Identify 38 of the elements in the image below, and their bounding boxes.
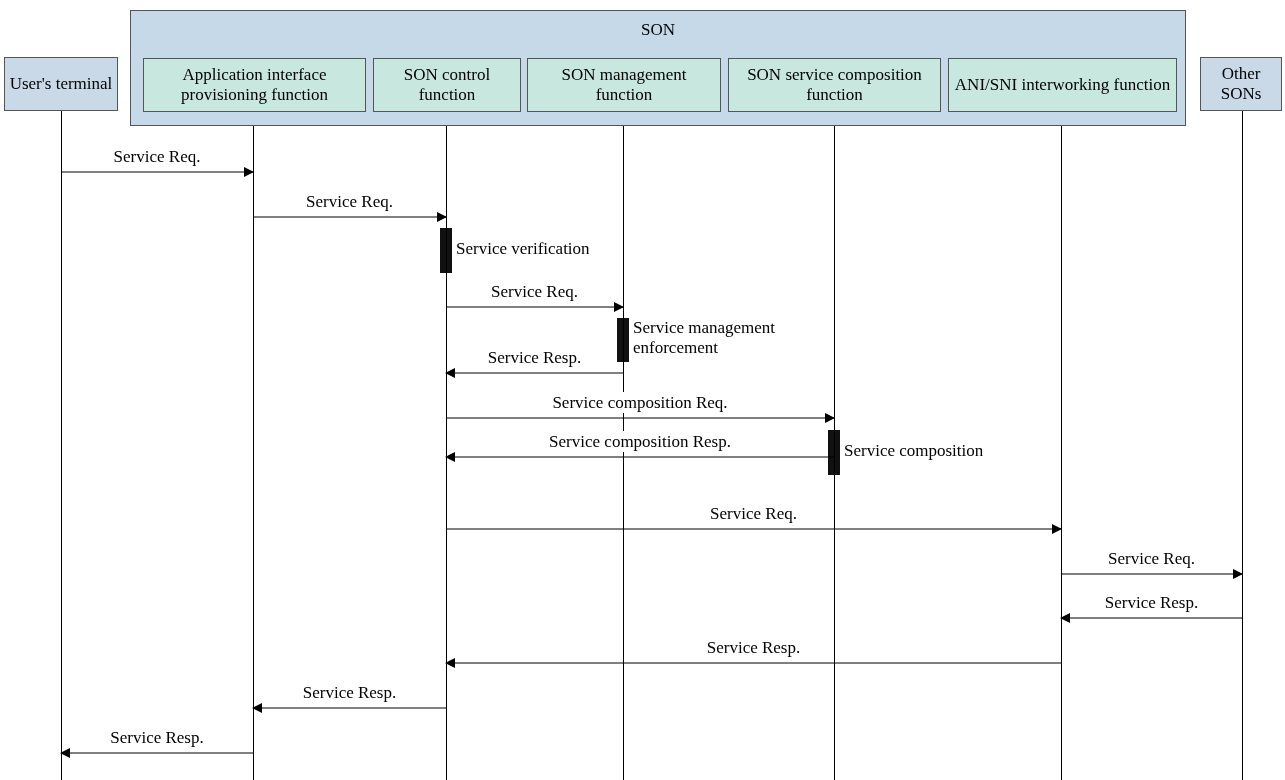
lifeline-header-box xyxy=(143,58,366,112)
message-arrow xyxy=(252,703,447,713)
lifeline xyxy=(253,126,254,780)
activation-label: Service composition xyxy=(844,440,984,461)
lifeline xyxy=(61,111,62,780)
message-arrow xyxy=(252,212,447,222)
message-arrow xyxy=(445,302,624,312)
message-arrow xyxy=(445,658,1062,668)
lifeline-header-box xyxy=(527,58,721,112)
lifeline xyxy=(834,126,835,780)
lifeline xyxy=(623,126,624,780)
activation-label: Service verification xyxy=(456,238,590,259)
lifeline-title: Application interface provisioning function xyxy=(180,64,329,106)
lifeline-title: Other SONs xyxy=(1219,63,1263,105)
group-title: SON xyxy=(640,19,676,41)
activation-label: Service management enforcement xyxy=(633,318,777,359)
lifeline xyxy=(446,126,447,780)
lifeline-title: User's terminal xyxy=(9,73,113,95)
lifeline-title: SON control function xyxy=(402,64,492,106)
message-arrow xyxy=(60,748,254,758)
lifeline-header-box xyxy=(4,57,118,111)
lifeline xyxy=(1242,111,1243,780)
message-arrow xyxy=(445,524,1062,534)
lifeline-header-box xyxy=(373,58,521,112)
message-arrow xyxy=(445,368,624,378)
group-box xyxy=(130,10,1186,126)
message-arrow xyxy=(1060,613,1243,623)
lifeline xyxy=(1061,126,1062,780)
lifeline-header-box xyxy=(728,58,941,112)
lifeline-header-box xyxy=(1200,57,1282,111)
lifeline-title: SON service composition function xyxy=(746,64,923,106)
message-arrow xyxy=(1060,569,1243,579)
lifeline-title: ANI/SNI interworking function xyxy=(954,74,1171,96)
message-arrow xyxy=(445,413,835,423)
lifeline-title: SON management function xyxy=(560,64,688,106)
message-arrow xyxy=(60,167,254,177)
lifeline-header-box xyxy=(948,58,1177,112)
message-arrow xyxy=(445,452,835,462)
